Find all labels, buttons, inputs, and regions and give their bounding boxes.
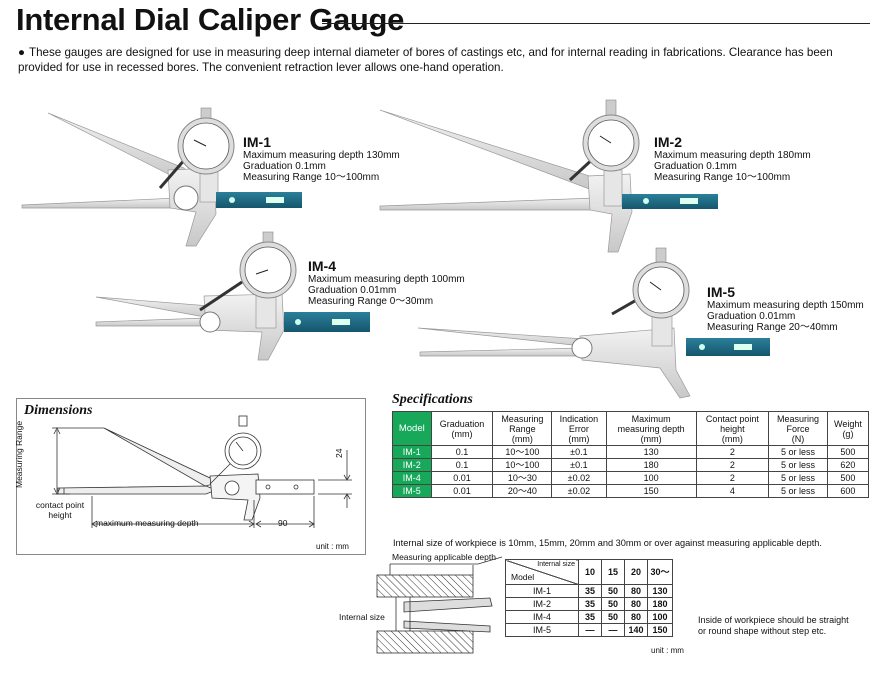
internal-size-note: Internal size of workpiece is 10mm, 15mm…: [393, 538, 822, 548]
table-row: IM-2 35 50 80 180: [505, 597, 673, 611]
applicable-depth-label: Measuring applicable depth: [392, 552, 496, 562]
size-cell: IM-2: [505, 597, 579, 611]
dim-90-label: 90: [278, 518, 288, 528]
size-cell: IM-4: [505, 610, 579, 624]
table-row: IM-4 35 50 80 100: [505, 610, 673, 624]
size-header-row: Internal size Model 10 15 20 30～: [505, 559, 673, 585]
model-depth: Maximum measuring depth 100mm: [308, 274, 465, 285]
spec-cell: IM-1: [392, 445, 432, 459]
im4-gauge-image: [95, 231, 370, 361]
size-corner-cell: Internal size Model: [505, 559, 579, 585]
im1-gauge-image: [21, 107, 302, 247]
model-name: IM-2: [654, 134, 682, 150]
corner-model: Model: [511, 572, 535, 582]
size-cell: 50: [601, 597, 625, 611]
size-col-header: 10: [578, 559, 602, 585]
size-col-header: 30～: [647, 559, 673, 585]
size-cell: —: [601, 623, 625, 637]
size-cell: 50: [601, 584, 625, 598]
spec-cell: ±0.02: [551, 484, 607, 498]
model-depth: Maximum measuring depth 180mm: [654, 150, 811, 161]
size-cell: 100: [647, 610, 673, 624]
dimensions-title: Dimensions: [24, 403, 93, 418]
model-graduation: Graduation 0.1mm: [654, 161, 737, 172]
corner-internal-size: Internal size: [537, 561, 575, 568]
model-caption-im2: IM-2 Maximum measuring depth 180mm Gradu…: [654, 134, 811, 183]
size-cell: 180: [647, 597, 673, 611]
internal-size-label: Internal size: [339, 612, 385, 622]
size-col-header: 15: [601, 559, 625, 585]
size-cell: 80: [624, 584, 648, 598]
model-caption-im1: IM-1 Maximum measuring depth 130mm Gradu…: [243, 134, 400, 183]
im5-gauge-image: [417, 247, 770, 399]
table-row: IM-1 0.1 10～100 ±0.1 130 2 5 or less 500: [392, 445, 870, 459]
page-title: Internal Dial Caliper Gauge: [16, 2, 405, 37]
size-cell: 80: [624, 597, 648, 611]
model-range: Measuring Range 20～40mm: [707, 322, 838, 333]
spec-cell: 0.01: [430, 484, 494, 498]
model-name: IM-1: [243, 134, 271, 150]
title-rule: [322, 23, 870, 24]
model-graduation: Graduation 0.01mm: [707, 311, 796, 322]
size-cell: 50: [601, 610, 625, 624]
specifications-title: Specifications: [392, 392, 473, 407]
size-cell: 150: [647, 623, 673, 637]
size-cell: 35: [578, 610, 602, 624]
model-depth: Maximum measuring depth 130mm: [243, 150, 400, 161]
spec-cell: 600: [826, 484, 870, 498]
size-cell: —: [578, 623, 602, 637]
size-col-header: 20: [624, 559, 648, 585]
size-cell: 130: [647, 584, 673, 598]
dimensions-panel: [16, 398, 366, 555]
size-cell: 80: [624, 610, 648, 624]
size-cell: IM-1: [505, 584, 579, 598]
model-name: IM-5: [707, 284, 735, 300]
im2-gauge-image: [379, 99, 718, 253]
model-graduation: Graduation 0.01mm: [308, 285, 397, 296]
size-cell: 35: [578, 597, 602, 611]
size-cell: 35: [578, 584, 602, 598]
contact-point-text: contact point: [35, 500, 85, 510]
model-name: IM-4: [308, 258, 336, 274]
bullet-icon: ●: [18, 46, 26, 59]
model-range: Measuring Range 10～100mm: [654, 172, 791, 183]
model-range: Measuring Range 10～100mm: [243, 172, 380, 183]
table-row: IM-5 — — 140 150: [505, 623, 673, 637]
intro-text: These gauges are designed for use in mea…: [18, 46, 833, 74]
model-depth: Maximum measuring depth 150mm: [707, 300, 864, 311]
model-caption-im4: IM-4 Maximum measuring depth 100mm Gradu…: [308, 258, 465, 307]
size-cell: 140: [624, 623, 648, 637]
max-depth-label: maximum measuring depth: [96, 518, 199, 528]
model-range: Measuring Range 0～30mm: [308, 296, 434, 307]
intro-paragraph: ●These gauges are designed for use in me…: [18, 45, 878, 75]
spec-header-weight: Weight(g): [826, 411, 870, 446]
model-caption-im5: IM-5 Maximum measuring depth 150mm Gradu…: [707, 284, 864, 333]
spec-cell: 150: [605, 484, 697, 498]
side-note-line1: Inside of workpiece should be straight: [698, 615, 849, 625]
applicable-depth-table: Internal size Model 10 15 20 30～ IM-1 35…: [505, 559, 673, 637]
model-graduation: Graduation 0.1mm: [243, 161, 326, 172]
size-cell: IM-5: [505, 623, 579, 637]
spec-cell: 4: [695, 484, 770, 498]
applicable-unit: unit : mm: [651, 646, 684, 655]
spec-header-model: Model: [392, 411, 432, 446]
side-note-line2: or round shape without step etc.: [698, 626, 827, 636]
height-text: height: [48, 510, 72, 520]
table-row: IM-5 0.01 20～40 ±0.02 150 4 5 or less 60…: [392, 484, 870, 498]
dimensions-unit: unit : mm: [316, 542, 349, 551]
spec-cell: IM-5: [392, 484, 432, 498]
table-row: IM-1 35 50 80 130: [505, 584, 673, 598]
